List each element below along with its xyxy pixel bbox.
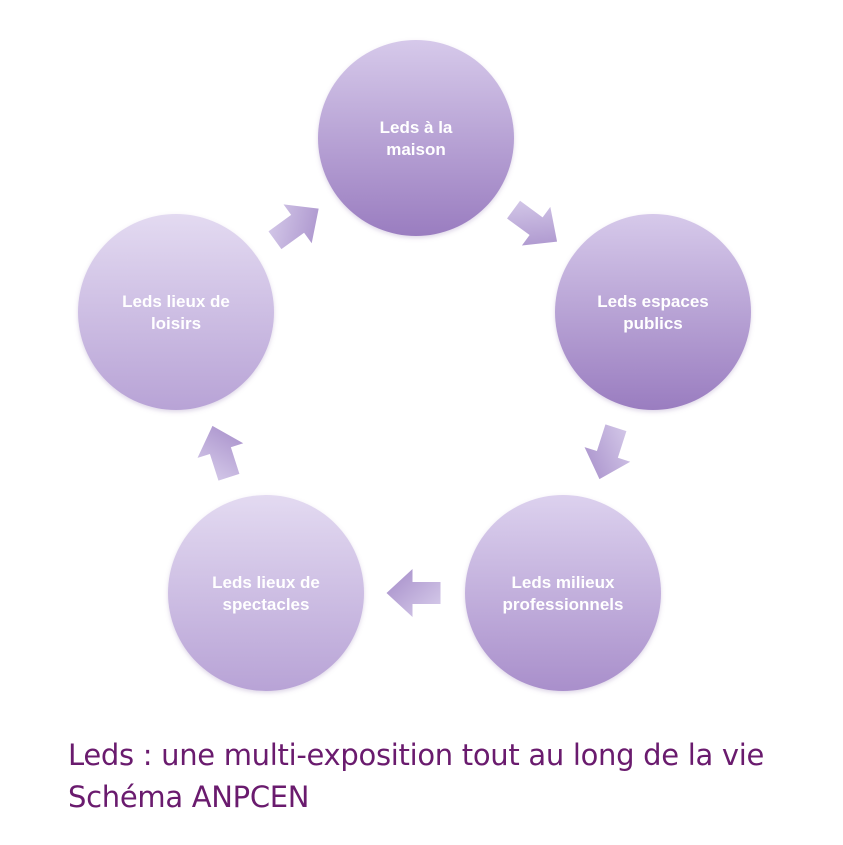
node-label: professionnels	[503, 595, 624, 614]
node-circle	[555, 214, 751, 410]
arrow-maison-to-espaces-publics	[507, 200, 558, 246]
arrow-icon	[386, 569, 441, 617]
node-label: Leds espaces	[597, 292, 709, 311]
node-label: Leds à la	[380, 118, 453, 137]
arrow-lieux-spectacles-to-lieux-loisirs	[197, 425, 244, 481]
arrow-icon	[268, 204, 319, 250]
node-lieux-loisirs: Leds lieux de loisirs	[78, 214, 274, 410]
node-milieux-professionnels: Leds milieux professionnels	[465, 495, 661, 691]
caption: Leds : une multi-exposition tout au long…	[68, 734, 828, 818]
node-circle	[78, 214, 274, 410]
arrow-icon	[507, 200, 558, 246]
arrow-lieux-loisirs-to-maison	[268, 204, 319, 250]
node-label: Leds milieux	[512, 573, 616, 592]
node-label: maison	[386, 140, 446, 159]
edges-layer	[197, 200, 631, 617]
node-label: spectacles	[223, 595, 310, 614]
node-maison: Leds à la maison	[318, 40, 514, 236]
node-label: publics	[623, 314, 683, 333]
node-lieux-spectacles: Leds lieux de spectacles	[168, 495, 364, 691]
node-circle	[168, 495, 364, 691]
node-espaces-publics: Leds espaces publics	[555, 214, 751, 410]
node-label: loisirs	[151, 314, 201, 333]
arrow-icon	[197, 425, 244, 481]
node-label: Leds lieux de	[122, 292, 230, 311]
node-label: Leds lieux de	[212, 573, 320, 592]
arrow-icon	[584, 424, 631, 480]
arrow-milieux-professionnels-to-lieux-spectacles	[386, 569, 441, 617]
caption-source: Schéma ANPCEN	[68, 780, 310, 814]
caption-title: Leds : une multi-exposition tout au long…	[68, 738, 765, 772]
node-circle	[465, 495, 661, 691]
node-circle	[318, 40, 514, 236]
arrow-espaces-publics-to-milieux-professionnels	[584, 424, 631, 480]
